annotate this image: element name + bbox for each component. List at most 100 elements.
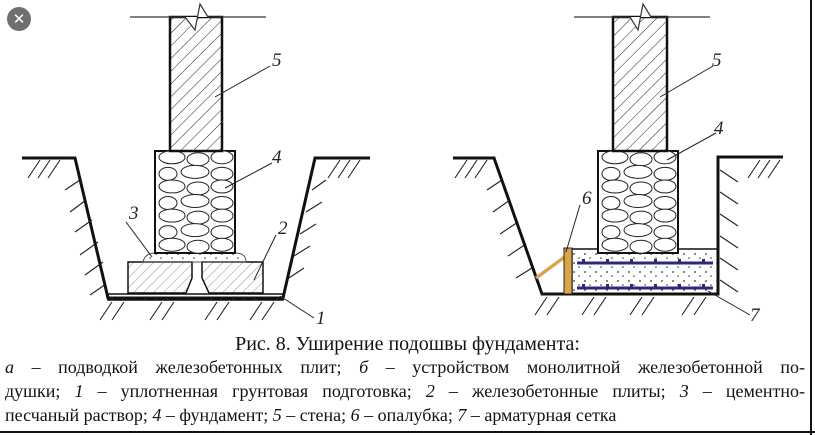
legend-text: песчаный раствор; — [5, 405, 153, 425]
caption-line-3: песчаный раствор; 4 – фундамент; 5 – сте… — [5, 405, 616, 426]
rubble-stone — [180, 164, 210, 179]
figure-title: Рис. 8. Уширение подошвы фундамента: — [235, 333, 580, 355]
legend-key: б — [359, 357, 369, 377]
rubble-stone — [601, 225, 621, 240]
rubble-stone — [653, 166, 677, 181]
rubble-stone — [629, 210, 653, 225]
rubble-stone — [623, 164, 653, 179]
rubble-stone — [601, 150, 629, 165]
close-icon: ✕ — [12, 10, 26, 28]
rubble-stone — [623, 194, 653, 208]
frame-border — [0, 431, 815, 433]
legend-text: – стена; — [281, 405, 351, 425]
wall — [611, 15, 669, 153]
rc-slab-left — [127, 261, 193, 294]
break-line — [574, 2, 710, 32]
rubble-stone — [653, 196, 677, 210]
legend-key: 7 — [457, 405, 467, 425]
rebar-cross-bar — [630, 284, 633, 289]
rebar-cross-bar — [678, 284, 681, 289]
label-4: 4 — [714, 118, 724, 139]
leader-lines — [565, 65, 751, 316]
rubble-stone — [653, 237, 677, 252]
legend-text: – опалубка; — [359, 405, 458, 425]
legend-key: 6 — [350, 405, 360, 425]
rc-slab-right — [201, 261, 264, 294]
rubble-stone — [158, 179, 186, 194]
rubble-stone — [653, 179, 677, 194]
rubble-stone — [623, 223, 653, 238]
label-7: 7 — [750, 305, 761, 326]
rubble-stone — [629, 152, 653, 167]
rubble-stone — [601, 196, 621, 210]
rubble-stone — [158, 150, 186, 165]
rubble-stone — [158, 225, 178, 240]
frame-border — [810, 0, 812, 435]
rubble-stone — [629, 181, 653, 196]
break-line — [130, 2, 266, 32]
rubble-stone — [601, 237, 629, 252]
rubble-stone — [210, 166, 234, 181]
rubble-stone — [601, 179, 629, 194]
formwork — [563, 247, 573, 295]
rubble-stone — [653, 225, 677, 240]
rubble-stone — [210, 208, 234, 223]
legend-text: – фундамент; — [161, 405, 273, 425]
rubble-stone — [210, 150, 234, 165]
label-5: 5 — [272, 50, 282, 71]
rebar-cross-bar — [702, 259, 705, 264]
legend-text: – подводкой железобетонных плит; — [14, 357, 360, 377]
label-2: 2 — [278, 218, 288, 239]
soil-hatching — [454, 159, 781, 316]
rubble-stone — [158, 196, 178, 210]
reinforcement-mesh — [577, 259, 713, 290]
close-button[interactable]: ✕ — [7, 7, 31, 31]
rubble-stone — [158, 166, 178, 181]
label-3: 3 — [128, 203, 139, 224]
rubble-stone — [186, 181, 210, 196]
label-6: 6 — [582, 188, 592, 209]
legend-text: – арматурная сетка — [466, 405, 617, 425]
legend-key: 3 — [679, 381, 689, 401]
label-5: 5 — [712, 50, 722, 71]
rebar-cross-bar — [630, 259, 633, 264]
rubble-stone — [653, 208, 677, 223]
rubble-stone — [186, 152, 210, 167]
label-4: 4 — [272, 147, 282, 168]
rubble-stone — [180, 223, 210, 238]
rebar-cross-bar — [678, 259, 681, 264]
legend-key: 5 — [272, 405, 282, 425]
rubble-stone — [158, 208, 186, 223]
rebar-cross-bar — [582, 284, 585, 289]
legend-key: 1 — [74, 381, 84, 401]
rubble-stone — [210, 196, 234, 210]
rebar-cross-bar — [582, 259, 585, 264]
formwork-strut — [534, 254, 568, 280]
legend-key: 2 — [425, 381, 435, 401]
caption-line-2: душки; 1 – уплотненная грунтовая подгото… — [5, 381, 805, 402]
ground-preparation-layer — [107, 293, 284, 301]
soil-hatching — [27, 159, 361, 321]
legend-text: душки; — [5, 381, 75, 401]
rubble-stone — [601, 166, 621, 181]
rubble-stone — [210, 237, 234, 252]
legend-key: а — [5, 357, 14, 377]
wall — [168, 15, 224, 153]
cement-mortar — [142, 252, 247, 263]
legend-text: – цементно- — [688, 381, 805, 401]
legend-text: – железобетонные плиты; — [434, 381, 680, 401]
leader-lines — [125, 65, 315, 319]
legend-text: – устройством монолитной железобетонной … — [368, 357, 805, 377]
rubble-stone — [601, 208, 629, 223]
rubble-stone — [180, 194, 210, 208]
rebar-cross-bar — [654, 284, 657, 289]
rebar-cross-bar — [654, 259, 657, 264]
rubble-stone — [186, 210, 210, 225]
legend-text: – уплотненная грунтовая подготовка; — [83, 381, 426, 401]
rebar-cross-bar — [702, 284, 705, 289]
caption-line-1: а – подводкой железобетонных плит; б – у… — [5, 357, 805, 378]
rebar-cross-bar — [606, 259, 609, 264]
diagram-b: 5 4 6 7 — [453, 2, 783, 326]
legend-key: 4 — [152, 405, 162, 425]
